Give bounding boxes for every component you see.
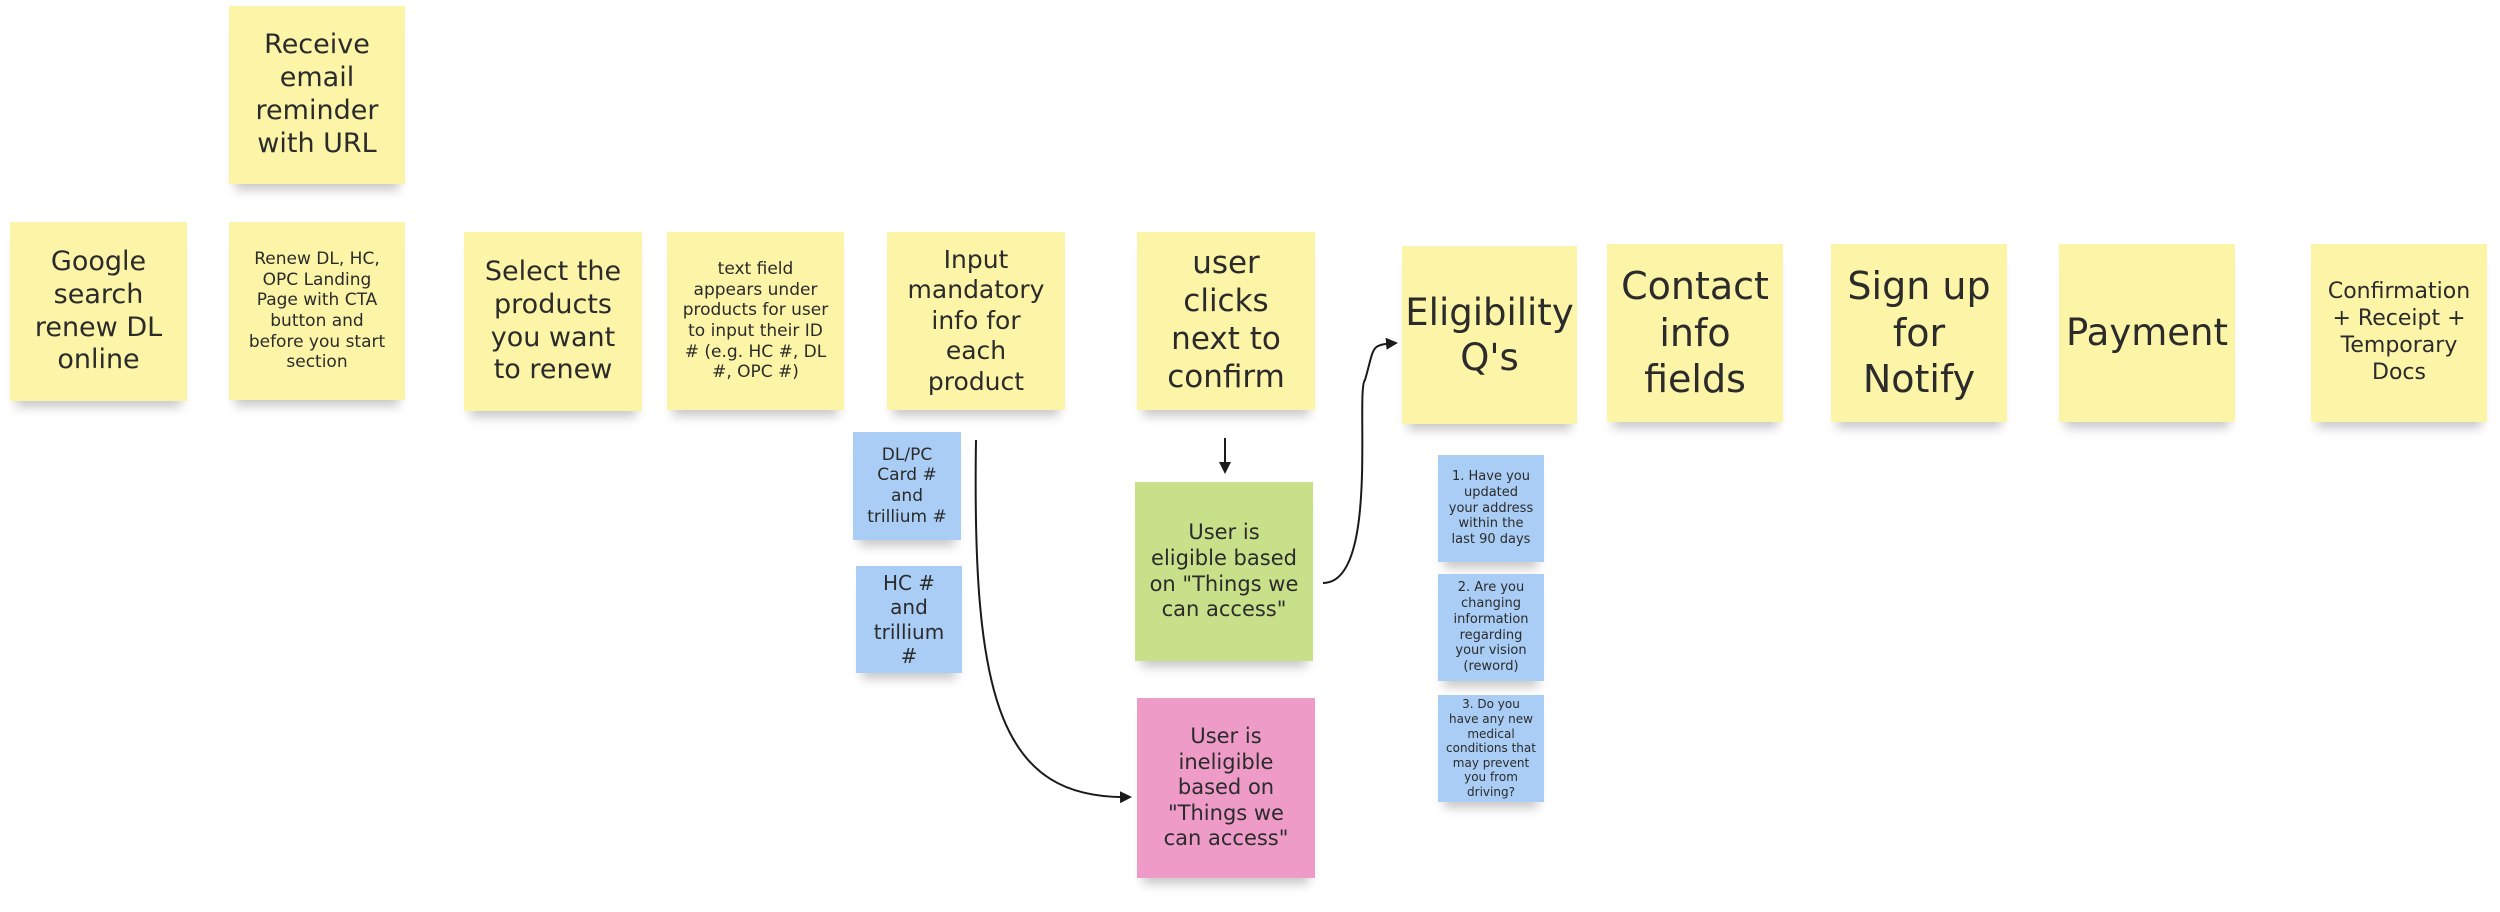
sticky-contact-info[interactable]: Contact info fields: [1607, 244, 1783, 422]
sticky-dlpc-card[interactable]: DL/PC Card # and trillium #: [853, 432, 961, 540]
sticky-user-eligible-text: User is eligible based on "Things we can…: [1149, 520, 1299, 622]
sticky-question-3[interactable]: 3. Do you have any new medical condition…: [1438, 695, 1544, 802]
arrow-input-to-ineligible: [974, 439, 1132, 804]
sticky-user-eligible[interactable]: User is eligible based on "Things we can…: [1135, 482, 1313, 661]
sticky-confirmation[interactable]: Confirmation + Receipt + Temporary Docs: [2311, 244, 2487, 422]
sticky-email-reminder-text: Receive email reminder with URL: [255, 29, 379, 159]
sticky-email-reminder[interactable]: Receive email reminder with URL: [229, 6, 405, 184]
sticky-sign-up-notify-text: Sign up for Notify: [1847, 264, 1991, 402]
sticky-input-mandatory-text: Input mandatory info for each product: [907, 244, 1045, 396]
sticky-landing-page-text: Renew DL, HC, OPC Landing Page with CTA …: [248, 248, 386, 373]
sticky-question-2[interactable]: 2. Are you changing information regardin…: [1438, 574, 1544, 681]
sticky-select-products[interactable]: Select the products you want to renew: [464, 232, 642, 411]
sticky-user-clicks-next[interactable]: user clicks next to confirm: [1137, 232, 1315, 410]
sticky-hc-trillium[interactable]: HC # and trillium #: [856, 566, 962, 673]
sticky-payment-text: Payment: [2066, 311, 2228, 355]
sticky-input-mandatory[interactable]: Input mandatory info for each product: [887, 232, 1065, 410]
sticky-question-3-text: 3. Do you have any new medical condition…: [1446, 697, 1536, 800]
sticky-user-clicks-next-text: user clicks next to confirm: [1167, 245, 1285, 395]
sticky-google-search[interactable]: Google search renew DL online: [10, 222, 187, 401]
sticky-landing-page[interactable]: Renew DL, HC, OPC Landing Page with CTA …: [229, 222, 405, 400]
sticky-confirmation-text: Confirmation + Receipt + Temporary Docs: [2327, 279, 2471, 385]
sticky-eligibility-qs-text: Eligibility Q's: [1405, 290, 1574, 379]
arrow-eligible-to-eligibility-qs: [1322, 337, 1398, 584]
sticky-text-field-text: text field appears under products for us…: [682, 258, 829, 383]
sticky-user-ineligible-text: User is ineligible based on "Things we c…: [1163, 723, 1289, 851]
sticky-dlpc-card-text: DL/PC Card # and trillium #: [867, 444, 947, 527]
sticky-eligibility-qs[interactable]: Eligibility Q's: [1402, 246, 1577, 424]
sticky-contact-info-text: Contact info fields: [1621, 264, 1769, 402]
sticky-user-ineligible[interactable]: User is ineligible based on "Things we c…: [1137, 698, 1315, 878]
sticky-question-1-text: 1. Have you updated your address within …: [1448, 468, 1534, 548]
sticky-google-search-text: Google search renew DL online: [34, 245, 163, 376]
sticky-question-2-text: 2. Are you changing information regardin…: [1453, 579, 1529, 675]
sticky-select-products-text: Select the products you want to renew: [484, 255, 622, 386]
sticky-text-field[interactable]: text field appears under products for us…: [667, 232, 844, 410]
sticky-sign-up-notify[interactable]: Sign up for Notify: [1831, 244, 2007, 422]
sticky-payment[interactable]: Payment: [2059, 244, 2235, 422]
sticky-hc-trillium-text: HC # and trillium #: [873, 570, 945, 668]
sticky-question-1[interactable]: 1. Have you updated your address within …: [1438, 455, 1544, 562]
